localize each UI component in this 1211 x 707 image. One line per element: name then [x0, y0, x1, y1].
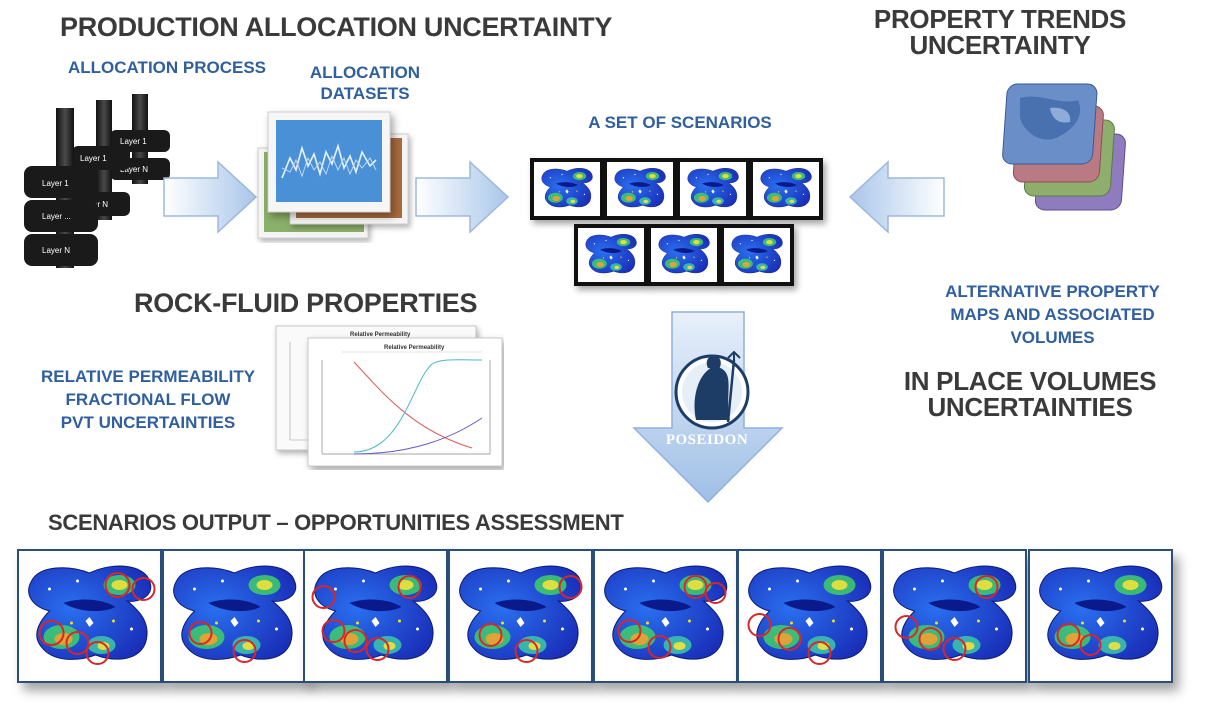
- title-property-trends-line1: PROPERTY TRENDS: [860, 6, 1140, 32]
- output-map-tile: [1028, 549, 1173, 683]
- scenario-map-tile: [603, 158, 677, 220]
- reservoir-map-icon: [578, 228, 644, 282]
- scenario-map-tile: [574, 224, 648, 286]
- reservoir-map-icon: [724, 228, 790, 282]
- scenario-map-tile: [720, 224, 794, 286]
- layer-column-front: Layer 1 Layer ... Layer N: [24, 108, 98, 268]
- scenario-map-tile: [749, 158, 823, 220]
- scenario-map-tile: [530, 158, 604, 220]
- layer-label: Layer ...: [42, 212, 71, 221]
- scenario-map-tile: [647, 224, 721, 286]
- reservoir-map-icon: [1030, 551, 1171, 681]
- reservoir-map-icon: [19, 551, 160, 681]
- reservoir-map-icon: [305, 551, 446, 681]
- scenario-map-tile: [676, 158, 750, 220]
- label-alternative-maps-line3: VOLUMES: [930, 326, 1175, 349]
- title-production-allocation: PRODUCTION ALLOCATION UNCERTAINTY: [60, 12, 612, 43]
- reservoir-map-icon: [739, 551, 880, 681]
- label-alternative-maps-line1: ALTERNATIVE PROPERTY: [930, 280, 1175, 303]
- reservoir-map-icon: [753, 162, 819, 216]
- layer-label: Layer 1: [80, 154, 107, 163]
- arrow-right-icon: [162, 160, 260, 234]
- layer-column-back: Layer 1 Layer N: [110, 94, 170, 184]
- reservoir-map-icon: [534, 162, 600, 216]
- output-map-tile: [162, 549, 307, 683]
- title-scenarios-output: SCENARIOS OUTPUT – OPPORTUNITIES ASSESSM…: [48, 510, 623, 536]
- allocation-datasets-illustration: [250, 108, 415, 243]
- label-allocation-datasets-line2: DATASETS: [300, 83, 430, 104]
- layer-label: Layer 1: [42, 179, 69, 188]
- rock-fluid-list: RELATIVE PERMEABILITY FRACTIONAL FLOW PV…: [28, 365, 268, 434]
- label-allocation-datasets: ALLOCATION DATASETS: [300, 62, 430, 104]
- layer-stack-illustration: Layer 1 Layer N Layer 1 Layer N Layer 1 …: [20, 88, 170, 273]
- label-set-of-scenarios: A SET OF SCENARIOS: [560, 113, 800, 133]
- label-alternative-maps: ALTERNATIVE PROPERTY MAPS AND ASSOCIATED…: [930, 280, 1175, 349]
- label-allocation-process: ALLOCATION PROCESS: [68, 58, 266, 78]
- poseidon-label: POSEIDON: [632, 432, 782, 449]
- rock-fluid-item: PVT UNCERTAINTIES: [28, 411, 268, 434]
- output-map-tile: [737, 549, 882, 683]
- chart-caption: Relative Permeability: [384, 345, 445, 351]
- reservoir-map-icon: [680, 162, 746, 216]
- layer-label: Layer N: [42, 246, 70, 255]
- title-property-trends: PROPERTY TRENDS UNCERTAINTY: [860, 6, 1140, 58]
- title-rock-fluid: ROCK-FLUID PROPERTIES: [134, 288, 477, 319]
- reservoir-map-icon: [164, 551, 305, 681]
- title-in-place-line2: UNCERTAINTIES: [880, 394, 1180, 420]
- label-allocation-datasets-line1: ALLOCATION: [300, 62, 430, 83]
- label-alternative-maps-line2: MAPS AND ASSOCIATED: [930, 303, 1175, 326]
- layer-label: Layer 1: [120, 137, 147, 146]
- reservoir-map-icon: [595, 551, 736, 681]
- arrow-left-icon: [846, 160, 946, 234]
- title-property-trends-line2: UNCERTAINTY: [860, 32, 1140, 58]
- rock-fluid-item: RELATIVE PERMEABILITY: [28, 365, 268, 388]
- reservoir-map-icon: [607, 162, 673, 216]
- reservoir-map-icon: [651, 228, 717, 282]
- arrow-right-icon: [414, 160, 512, 234]
- reservoir-map-icon: [884, 551, 1025, 681]
- title-in-place-volumes: IN PLACE VOLUMES UNCERTAINTIES: [880, 368, 1180, 420]
- output-map-tile: [17, 549, 162, 683]
- title-in-place-line1: IN PLACE VOLUMES: [880, 368, 1180, 394]
- chart-caption: Relative Permeability: [350, 332, 411, 338]
- output-map-tile: [303, 549, 448, 683]
- output-map-tile: [448, 549, 593, 683]
- arrow-down-icon: [630, 310, 786, 506]
- relative-permeability-chart-illustration: Relative Permeability Relative Permeabil…: [272, 322, 504, 470]
- property-maps-illustration: [1000, 78, 1140, 218]
- output-map-tile: [593, 549, 738, 683]
- rock-fluid-item: FRACTIONAL FLOW: [28, 388, 268, 411]
- output-map-tile: [882, 549, 1027, 683]
- reservoir-map-icon: [450, 551, 591, 681]
